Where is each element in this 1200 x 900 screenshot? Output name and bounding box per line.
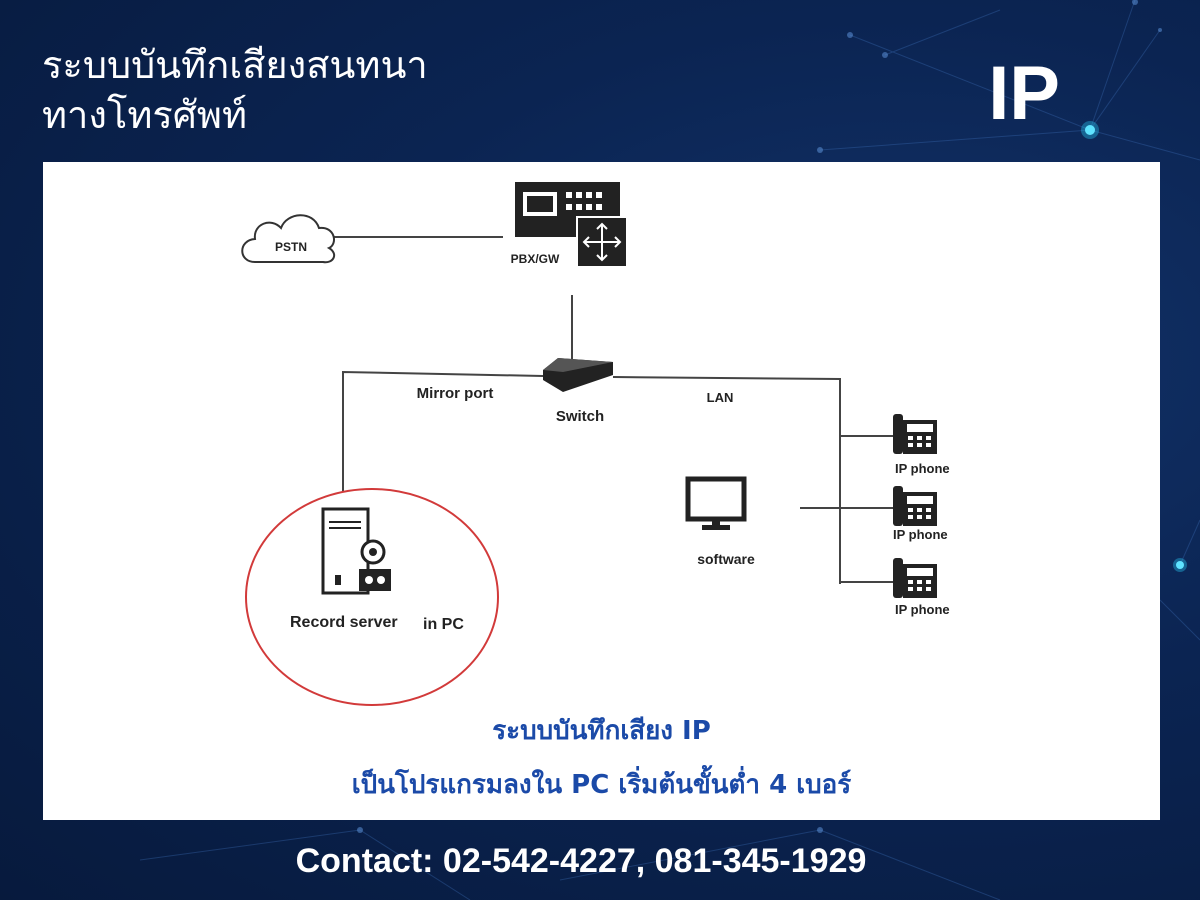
contact-info: Contact: 02-542-4227, 081-345-1929: [295, 842, 867, 880]
lan-link: [612, 376, 841, 584]
ip-badge: IP: [988, 51, 1060, 136]
switch-label: Switch: [556, 408, 604, 425]
ip-phone-icon: [893, 558, 937, 598]
caption-line-1: ระบบบันทึกเสียง IP: [492, 716, 711, 746]
server-icon: [321, 507, 391, 595]
caption-line-2: เป็นโปรแกรมลงใน PC เริ่มต้นขั้นต่ำ 4 เบอ…: [351, 770, 852, 800]
in-pc-label: in PC: [423, 616, 464, 633]
ip-phone-icon: [893, 414, 937, 454]
page-title: ระบบบันทึกเสียงสนทนา ทางโทรศัพท์: [42, 40, 428, 140]
software-label: software: [697, 551, 755, 567]
network-diagram: PSTN PBX/GW: [241, 182, 950, 706]
pbx-icon: [515, 182, 628, 268]
title-line-2: ทางโทรศัพท์: [42, 93, 248, 137]
ip-phone-icon: [893, 486, 937, 526]
cloud-icon: [241, 214, 336, 264]
ip-phone-label-3: IP phone: [895, 602, 950, 617]
monitor-icon: [685, 476, 747, 530]
record-server-highlight: [245, 488, 499, 706]
mirror-port-link: [342, 370, 544, 492]
pbx-label: PBX/GW: [511, 252, 560, 266]
diagram-panel: PSTN PBX/GW: [43, 162, 1160, 820]
pstn-label: PSTN: [275, 240, 307, 254]
mirror-port-label: Mirror port: [417, 385, 494, 402]
switch-icon: [543, 358, 613, 392]
ip-phone-label-1: IP phone: [895, 461, 950, 476]
title-line-1: ระบบบันทึกเสียงสนทนา: [42, 43, 428, 87]
ip-phone-label-2: IP phone: [893, 527, 948, 542]
lan-label: LAN: [707, 390, 734, 405]
record-server-label: Record server: [290, 614, 398, 631]
